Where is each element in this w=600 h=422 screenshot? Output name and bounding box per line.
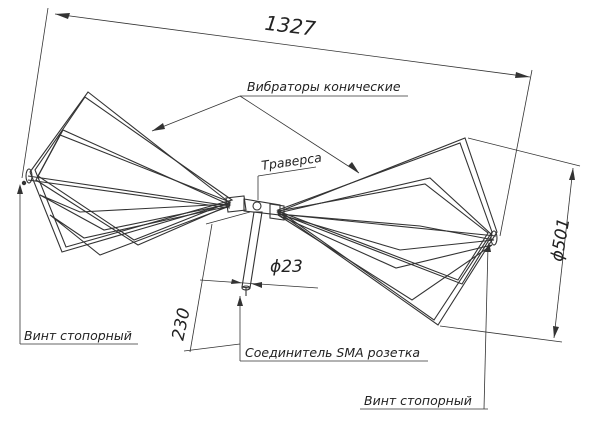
overall-length-extension-left	[21, 7, 49, 179]
overall-length-arrow-left	[55, 13, 70, 19]
lock-screw-right-label: Винт стопорный	[364, 393, 472, 408]
lock-screw-left-label: Винт стопорный	[24, 328, 132, 343]
mast-height-extension-bottom	[183, 343, 241, 352]
mast-diameter-value: ϕ23	[270, 257, 303, 277]
right-cone-wire-5	[277, 213, 495, 251]
overall-length-extension-right	[499, 69, 533, 237]
right-cone-wire-3	[276, 177, 493, 285]
cone-diameter-arrow-bottom	[553, 326, 559, 338]
cone-diameter-dim-line	[553, 167, 574, 339]
cone-diameter-extension-bottom	[439, 325, 563, 343]
traverse-underline	[257, 166, 317, 177]
left-cone-wire-4	[37, 134, 232, 241]
mast-height-value: 230	[168, 306, 194, 342]
right-cone-wire-4	[275, 183, 489, 281]
left-cone-tip-screw	[25, 168, 33, 184]
left-cone-tip-dot	[21, 180, 27, 186]
cone-diameter-extension-top	[467, 137, 581, 167]
lock-screw-right-leader	[483, 245, 489, 410]
left-cone-wire-axis-2	[27, 179, 231, 209]
conical-vibrators-arrow-right	[348, 162, 359, 173]
mast	[241, 211, 263, 296]
mast-diameter-dimension: ϕ23	[199, 257, 319, 289]
conical-vibrators-label: Вибраторы конические	[247, 79, 401, 94]
mast-height-extension-top	[205, 211, 251, 225]
hub-right-block	[269, 203, 285, 221]
cone-diameter-value: ϕ501	[547, 217, 574, 263]
conical-vibrators-arrow-left	[152, 123, 165, 131]
mast-diameter-arrow-left	[231, 279, 242, 284]
lock-screw-left-callout: Винт стопорный	[17, 184, 138, 345]
mast-height-dim-line	[189, 223, 213, 353]
left-cone-wire-axis	[27, 175, 231, 207]
lock-screw-right-callout: Винт стопорный	[360, 242, 491, 410]
conical-vibrators-leader-left	[151, 95, 241, 132]
right-cone-wire-outer	[276, 137, 498, 326]
lock-screw-left-arrow	[17, 184, 23, 194]
sma-connector-label: Соединитель SMA розетка	[245, 345, 420, 360]
right-cone-wire-6	[277, 214, 493, 301]
hub-center-tube	[243, 198, 281, 216]
cone-diameter-dimension: ϕ501	[439, 137, 581, 343]
overall-length-dim-line	[54, 13, 531, 78]
mast-tube	[241, 211, 263, 289]
traverse-label: Траверса	[260, 150, 322, 173]
left-cone-wire-outer	[29, 91, 232, 253]
overall-length-value: 1327	[264, 11, 318, 41]
sma-connector-arrow	[237, 296, 243, 306]
right-cone-tip-screw	[490, 230, 498, 246]
left-cone-wire-6	[49, 205, 231, 256]
left-cone	[21, 91, 234, 256]
mast-diameter-arrow-right	[252, 282, 262, 288]
hub-left-block	[225, 195, 247, 213]
overall-length-arrow-right	[515, 72, 530, 78]
left-cone-wire-3	[35, 129, 232, 246]
left-cone-wire-5	[39, 194, 231, 231]
lock-screw-right-arrow	[485, 242, 491, 252]
right-cone-wire-axis	[277, 213, 497, 237]
traverse-hub: Траверса	[225, 150, 323, 221]
sma-connector-callout: Соединитель SMA розетка	[237, 296, 428, 362]
conical-vibrators-leader-right	[239, 95, 360, 174]
conical-vibrators-callout: Вибраторы конические	[151, 79, 408, 174]
right-cone	[275, 137, 498, 326]
hub-center-bolt	[252, 201, 262, 211]
cone-diameter-arrow-top	[569, 168, 575, 180]
